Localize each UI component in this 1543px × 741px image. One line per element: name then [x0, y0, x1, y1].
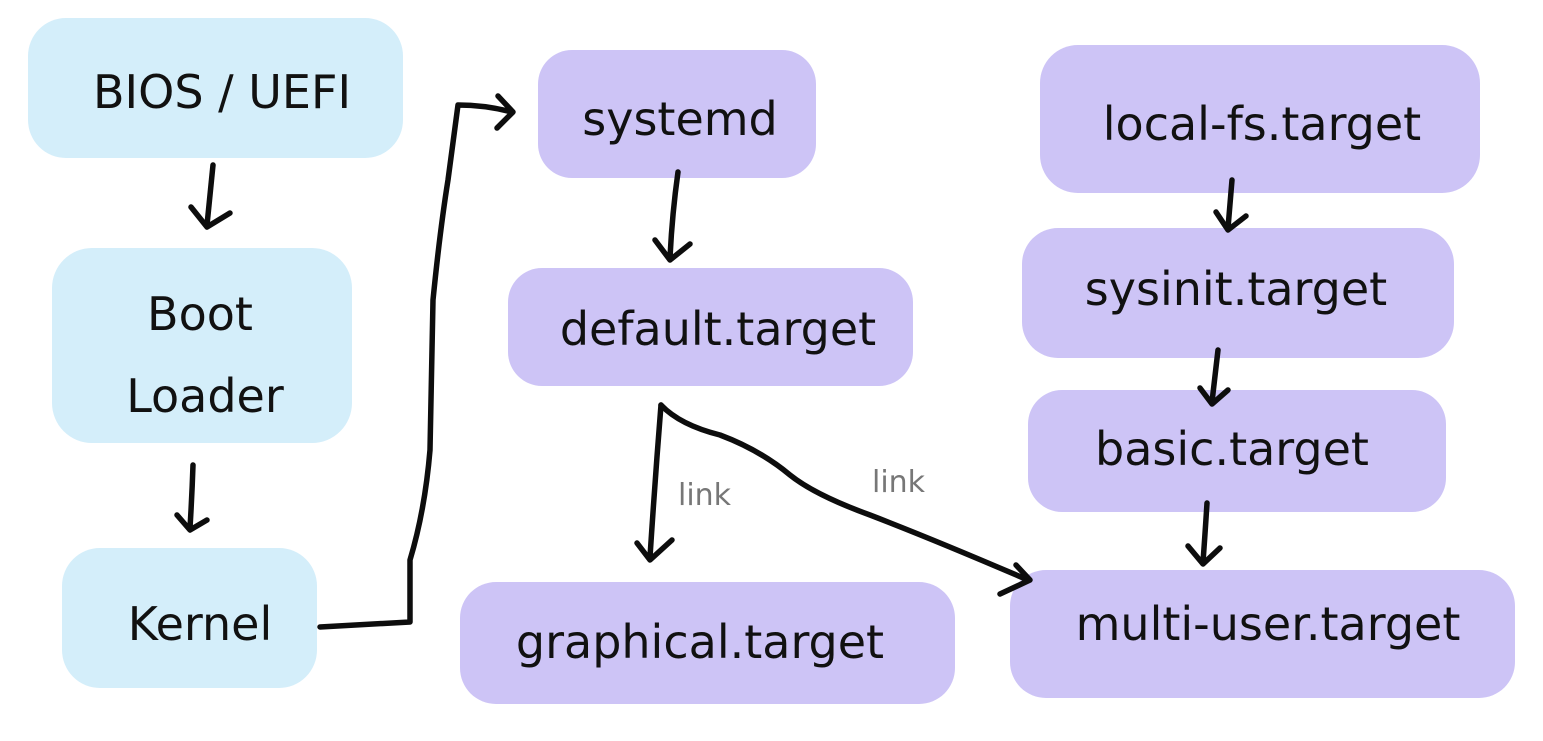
node-default-target-label: default.target: [560, 302, 876, 356]
node-default-target: default.target: [508, 268, 913, 386]
edge-systemd-to-default-line: [667, 169, 681, 261]
edge-systemd-to-default: [652, 169, 693, 263]
node-basic-target: basic.target: [1028, 390, 1446, 512]
edge-localfs-to-sysinit-line: [1225, 177, 1235, 231]
node-basic-target-box: [1028, 390, 1446, 512]
edge-label-link-graphical: link: [678, 478, 732, 513]
edge-bios-to-bootloader: [188, 162, 233, 230]
node-sysinit-target-label: sysinit.target: [1085, 262, 1387, 316]
edge-kernel-to-systemd-line: [317, 102, 515, 630]
node-multi-user-target: multi-user.target: [1010, 570, 1515, 698]
node-kernel-label: Kernel: [128, 597, 273, 651]
node-boot-loader-label-line1: Boot: [147, 287, 253, 341]
edge-basic-to-multiuser-arrowhead: [1185, 543, 1223, 567]
node-systemd-label: systemd: [582, 92, 778, 146]
node-graphical-target: graphical.target: [460, 582, 955, 704]
node-graphical-target-label: graphical.target: [516, 615, 884, 669]
edge-bootloader-to-kernel: [174, 462, 210, 533]
node-bios-uefi-box: [28, 18, 403, 158]
edge-basic-to-multiuser: [1185, 500, 1223, 567]
node-graphical-target-box: [460, 582, 955, 704]
node-local-fs-target: local-fs.target: [1040, 45, 1480, 193]
edge-bios-to-bootloader-arrowhead: [188, 204, 233, 230]
edge-label-link-multi-user: link: [872, 465, 926, 500]
node-bios-uefi-label: BIOS / UEFI: [93, 65, 351, 119]
edge-localfs-to-sysinit-arrowhead: [1213, 209, 1249, 233]
node-default-target-box: [508, 268, 913, 386]
node-boot-loader-box: [52, 248, 352, 443]
edge-bootloader-to-kernel-arrowhead: [174, 512, 210, 533]
node-bios-uefi: BIOS / UEFI: [28, 18, 403, 158]
node-boot-loader-label-line2: Loader: [126, 369, 284, 423]
edge-default-to-graphical-arrowhead: [634, 537, 675, 563]
edge-bios-to-bootloader-line: [204, 162, 216, 228]
edge-default-to-graphical-line: [647, 402, 664, 560]
node-kernel: Kernel: [62, 548, 317, 688]
edge-basic-to-multiuser-line: [1200, 500, 1210, 565]
node-basic-target-label: basic.target: [1095, 422, 1369, 476]
edge-default-to-graphical: [634, 402, 675, 563]
node-systemd: systemd: [538, 50, 816, 178]
edge-kernel-to-systemd: [317, 93, 516, 630]
node-sysinit-target-box: [1022, 228, 1454, 358]
edge-default-to-multiuser: [658, 402, 1033, 597]
node-multi-user-target-label: multi-user.target: [1076, 597, 1461, 651]
edge-kernel-to-systemd-arrowhead: [494, 93, 516, 131]
node-sysinit-target: sysinit.target: [1022, 228, 1454, 358]
edge-sysinit-to-basic-line: [1209, 347, 1221, 405]
node-systemd-box: [538, 50, 816, 178]
edge-default-to-multiuser-arrowhead: [997, 562, 1033, 597]
edge-localfs-to-sysinit: [1213, 177, 1249, 233]
edge-sysinit-to-basic: [1197, 347, 1231, 407]
edge-sysinit-to-basic-arrowhead: [1197, 385, 1231, 407]
node-kernel-box: [62, 548, 317, 688]
node-multi-user-target-box: [1010, 570, 1515, 698]
edge-systemd-to-default-arrowhead: [652, 237, 693, 263]
edge-default-to-multiuser-line: [658, 402, 1031, 583]
node-boot-loader: Boot Loader: [52, 248, 352, 443]
node-local-fs-target-box: [1040, 45, 1480, 193]
node-local-fs-target-label: local-fs.target: [1103, 97, 1421, 151]
edge-bootloader-to-kernel-line: [187, 462, 196, 531]
